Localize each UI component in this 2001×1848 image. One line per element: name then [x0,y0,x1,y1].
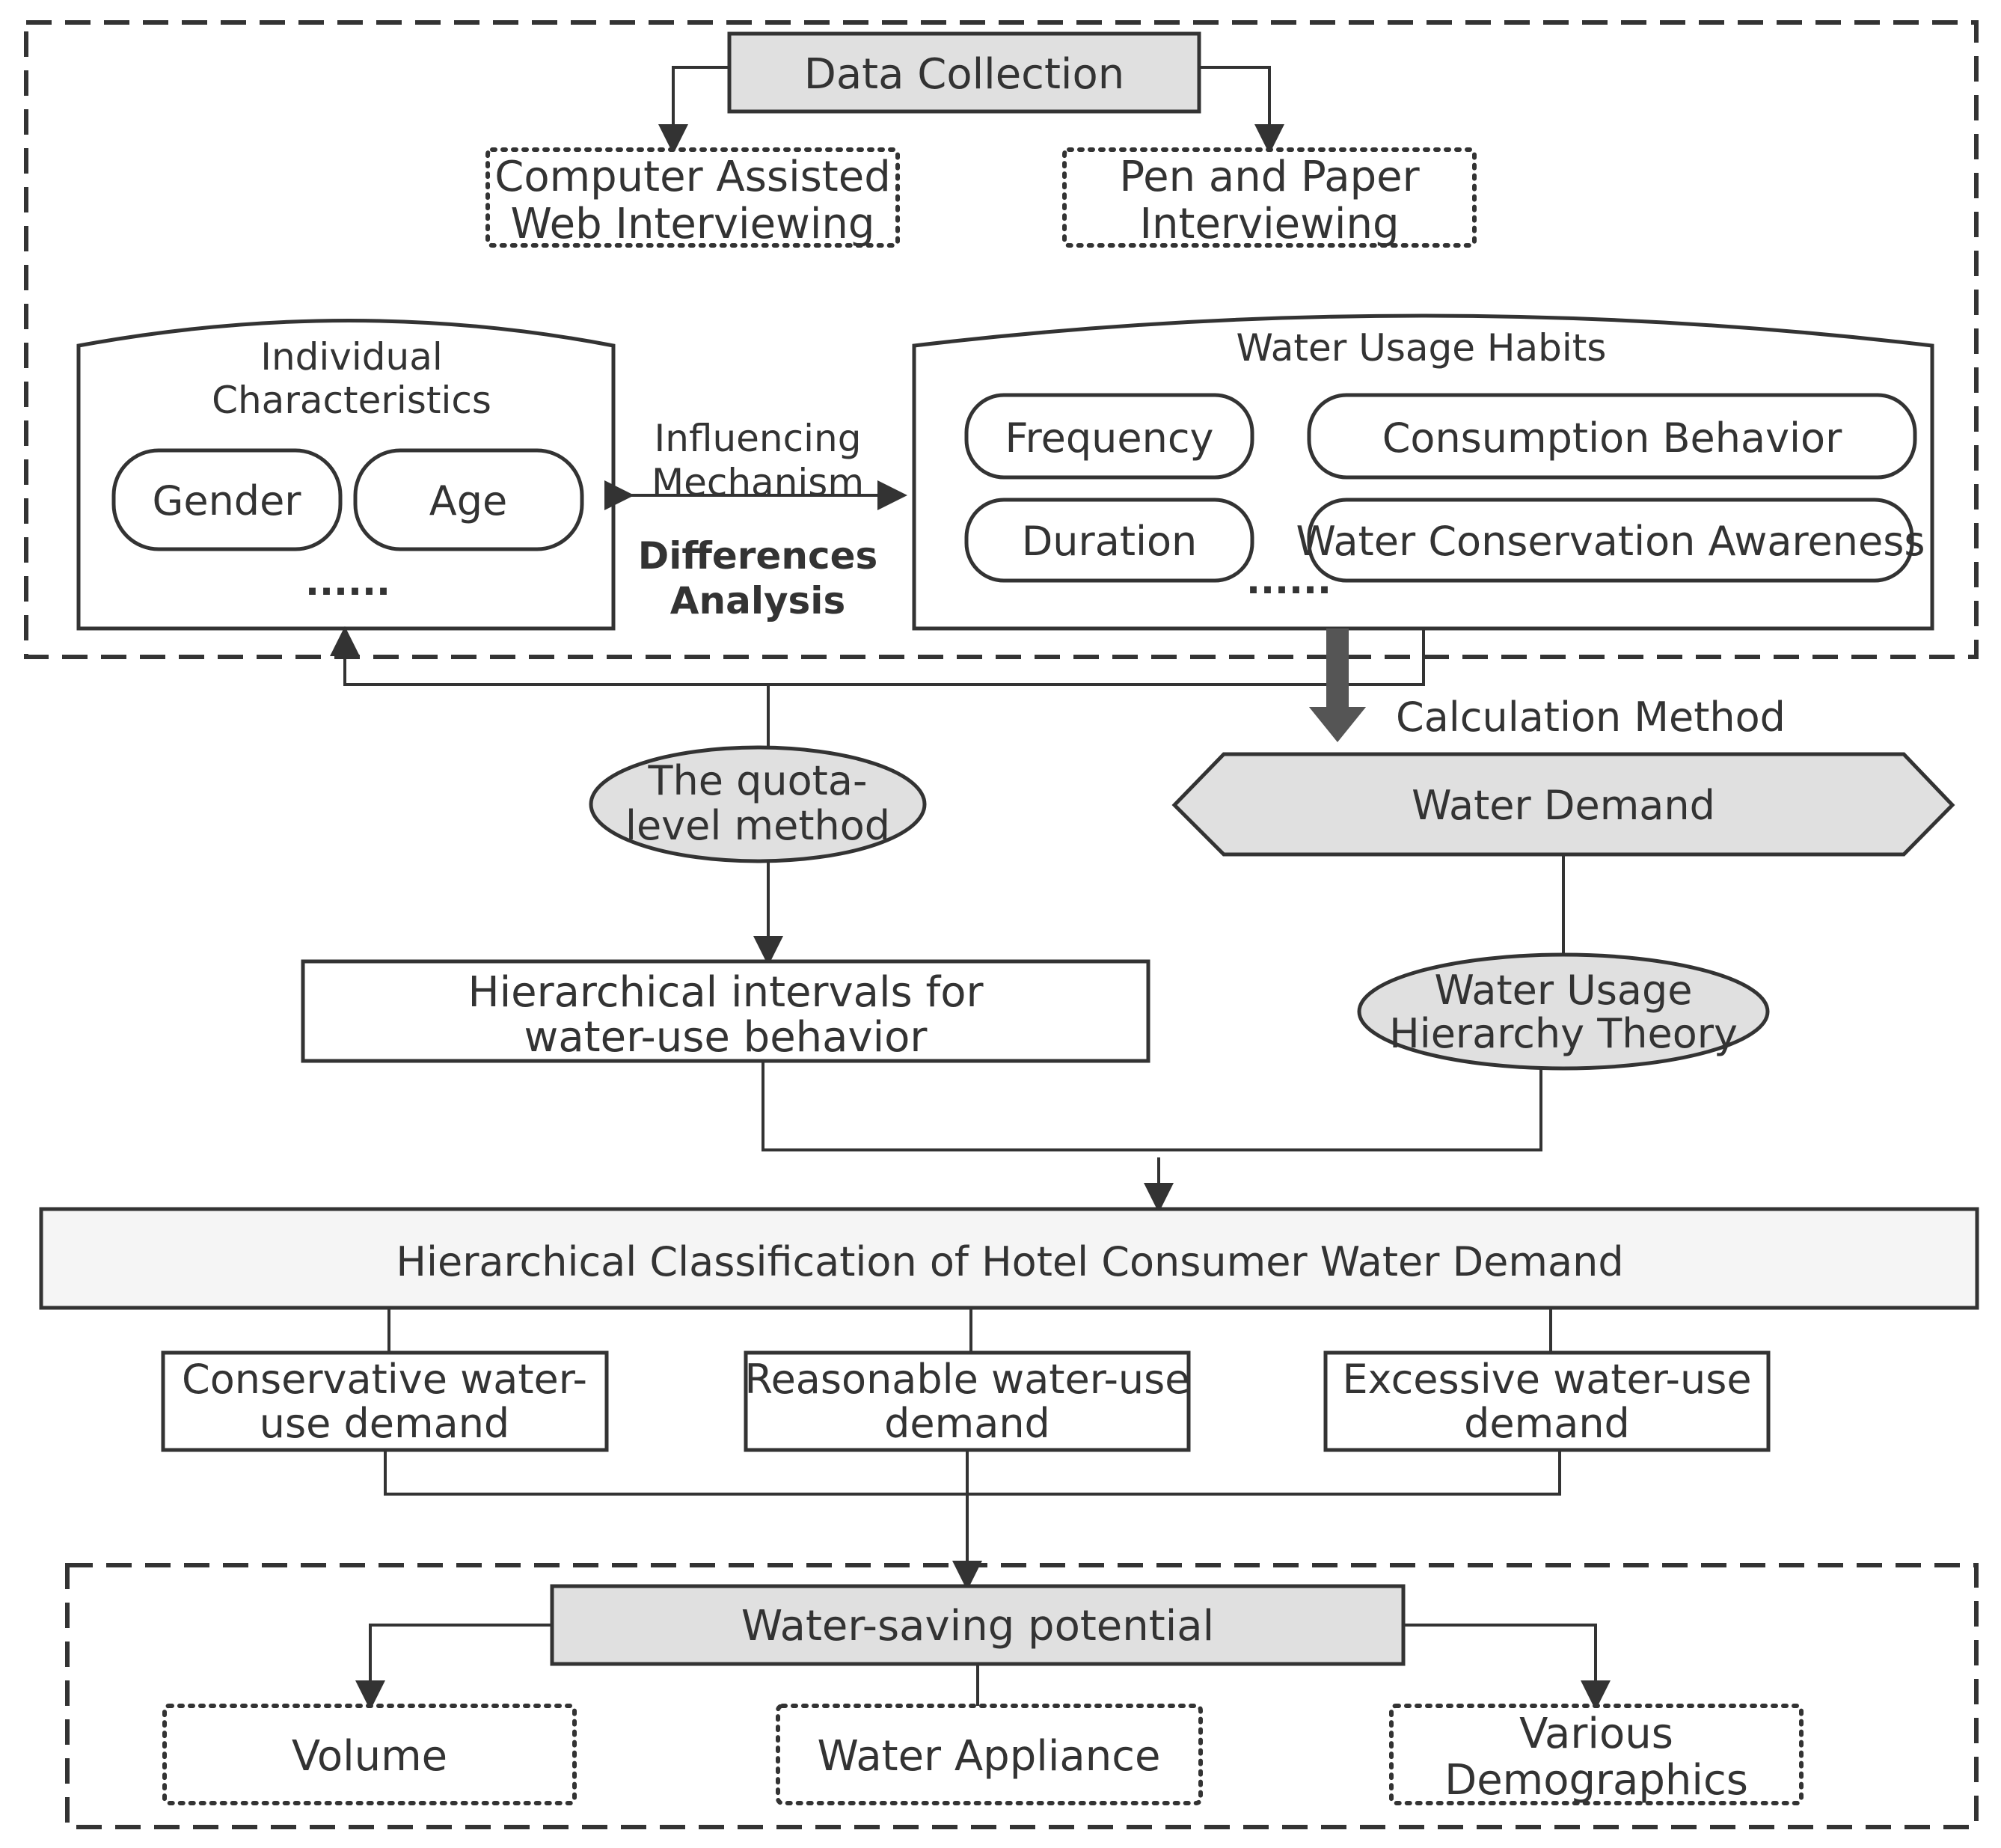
frequency-item: Frequency [1005,414,1214,462]
quota-method-line2: level method [625,802,890,849]
cawi-label-line2: Web Interviewing [511,200,875,248]
quota-method-node: The quota- level method [589,745,927,863]
volume-label: Volume [292,1732,447,1781]
volume-node: Volume [162,1704,577,1805]
hierarchical-intervals-node: Hierarchical intervals for water-use beh… [301,959,1150,1063]
classification-label: Hierarchical Classification of Hotel Con… [396,1238,1623,1285]
demographics-line1: Various [1519,1710,1673,1758]
individual-title-line2: Characteristics [212,379,491,422]
duration-item: Duration [1022,518,1198,565]
analysis-label-line2: Analysis [670,579,845,622]
calculation-method-label: Calculation Method [1396,694,1786,741]
water-appliance-node: Water Appliance [776,1704,1203,1805]
conservative-demand-node: Conservative water- use demand [161,1350,609,1452]
edge-potential-to-volume [355,1624,552,1710]
gender-item: Gender [153,477,302,524]
age-item: Age [429,477,507,524]
edge-merge-to-classification [762,1061,1542,1151]
papi-node: Pen and Paper Interviewing [1062,147,1477,248]
data-collection-node: Data Collection [727,31,1201,114]
water-usage-habits-panel: Water Usage Habits Frequency Consumption… [912,313,1934,631]
various-demographics-node: Various Demographics [1389,1704,1804,1805]
edge-collection-to-papi [1199,66,1284,154]
edge-potential-to-demographics [1403,1624,1611,1710]
reasonable-demand-node: Reasonable water-use demand [744,1350,1191,1452]
analysis-label-line1: Differences [638,534,878,578]
intervals-line1: Hierarchical intervals for [468,968,984,1017]
papi-label-line2: Interviewing [1140,200,1400,248]
water-demand-label: Water Demand [1412,782,1715,829]
data-collection-region [24,20,1979,659]
water-appliance-label: Water Appliance [818,1732,1161,1781]
water-saving-potential-node: Water-saving potential [550,1584,1406,1666]
cawi-node: Computer Assisted Web Interviewing [485,147,900,248]
hierarchy-theory-line2: Hierarchy Theory [1389,1010,1738,1057]
individual-more: ...... [305,560,390,604]
conservative-line2: use demand [260,1400,509,1447]
edge-merge-to-potential [384,1450,1561,1496]
papi-label-line1: Pen and Paper [1119,153,1420,201]
calculation-thick-arrow [1309,628,1366,742]
consumption-behavior-item: Consumption Behavior [1382,414,1842,462]
classification-node: Hierarchical Classification of Hotel Con… [39,1207,1979,1310]
individual-characteristics-panel: Individual Characteristics Gender Age ..… [76,319,616,631]
edge-collection-to-cawi [658,66,729,154]
water-conservation-awareness-item: Water Conservation Awareness [1296,518,1925,565]
habits-title: Water Usage Habits [1237,326,1607,370]
excessive-line2: demand [1464,1400,1630,1447]
hierarchy-theory-node: Water Usage Hierarchy Theory [1357,952,1770,1071]
intervals-line2: water-use behavior [524,1013,928,1062]
conservative-line1: Conservative water- [182,1356,587,1403]
quota-method-line1: The quota- [648,757,868,804]
demographics-line2: Demographics [1444,1756,1748,1805]
reasonable-line2: demand [884,1400,1050,1447]
reasonable-line1: Reasonable water-use [744,1356,1189,1403]
edge-habits-to-individual [330,626,1425,686]
water-demand-node: Water Demand [1171,752,1955,857]
influencing-label-line1: Influencing [655,417,862,460]
excessive-demand-node: Excessive water-use demand [1323,1350,1771,1452]
data-collection-label: Data Collection [804,50,1125,99]
individual-title-line1: Individual [260,335,443,379]
excessive-line1: Excessive water-use [1342,1356,1751,1403]
water-saving-region [65,1563,1979,1829]
influencing-label-line2: Mechanism [652,461,864,504]
cawi-label-line1: Computer Assisted [494,153,891,201]
hierarchy-theory-line1: Water Usage [1434,967,1692,1014]
habits-more: ...... [1246,559,1332,602]
potential-label: Water-saving potential [741,1602,1214,1650]
